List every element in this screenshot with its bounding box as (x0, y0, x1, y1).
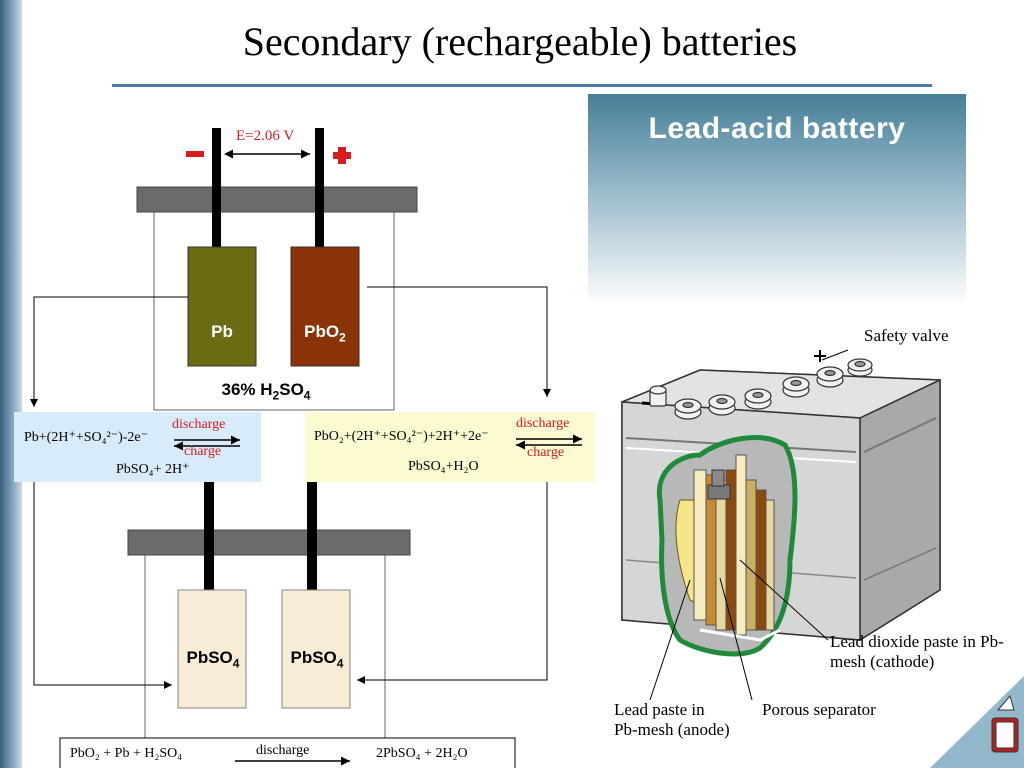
crest-logo (991, 694, 1019, 753)
cathode-label-sub: 2 (339, 330, 346, 345)
pbso4-right-sub: 4 (336, 656, 344, 671)
overall-right: 2PbSO₄ + 2H₂O (376, 746, 468, 761)
cathode-reaction-line1: PbO₂+(2H⁺+SO₄²⁻)+2H⁺+2e⁻ (314, 429, 489, 444)
overall-reaction-box (59, 737, 516, 768)
anode-paste-label: Lead paste in Pb-mesh (anode) (614, 700, 730, 739)
pbso4-right-label: PbSO4 (280, 648, 354, 670)
cathode-reaction-box (305, 412, 595, 482)
anode-terminal-top (212, 128, 221, 250)
pbso4-left-sub: 4 (232, 656, 240, 671)
minus-icon (186, 151, 204, 157)
anode-discharge-label: discharge (172, 417, 226, 432)
pbso4-electrode-left (177, 589, 247, 709)
cathode-return-arrow (357, 482, 548, 684)
cathode-terminal-top (315, 128, 324, 250)
anode-reaction-box (14, 412, 261, 482)
pbso4-electrode-right (281, 589, 351, 709)
anode-label-text: Pb (211, 322, 233, 341)
cathode-label: PbO2 (291, 322, 359, 344)
cathode-terminal-bottom (307, 478, 317, 590)
cathode-label-main: PbO (304, 322, 340, 341)
cathode-reaction-line2: PbSO₄+H₂O (408, 459, 479, 474)
anode-wire-arrow (30, 296, 188, 407)
voltage-label: E=2.06 V (236, 128, 295, 144)
electrolyte-sub1: 2 (272, 388, 280, 403)
overall-discharge-label: discharge (256, 743, 310, 758)
pbso4-left-label: PbSO4 (176, 648, 250, 670)
plus-icon (333, 147, 351, 164)
title-rule (112, 84, 932, 87)
electrolyte-main: 36% H (221, 380, 273, 399)
safety-valve-label: Safety valve (864, 326, 949, 345)
anode-terminal-bottom (204, 478, 214, 590)
battery-panel (588, 94, 966, 306)
cathode-charge-label: charge (527, 445, 565, 460)
pb-electrode (187, 246, 257, 367)
left-decor-bar (0, 0, 22, 768)
pbo2-electrode (290, 246, 360, 367)
separator-label: Porous separator (762, 700, 876, 719)
page-title: Secondary (rechargeable) batteries (242, 19, 798, 64)
cathode-paste-label: Lead dioxide paste in Pb-mesh (cathode) (830, 632, 1004, 671)
overall-left: PbO₂ + Pb + H₂SO₄ (70, 746, 183, 761)
pbso4-right-main: PbSO (290, 648, 337, 667)
pbso4-left-main: PbSO (186, 648, 233, 667)
anode-charge-label: charge (184, 444, 222, 459)
anode-reaction-line1: Pb+(2H⁺+SO₄²⁻)-2e⁻ (24, 430, 149, 445)
anode-return-arrow (33, 482, 172, 689)
anode-label: Pb (188, 322, 256, 342)
electrolyte-sub2: 4 (303, 388, 311, 403)
cathode-discharge-label: discharge (516, 416, 570, 431)
electrolyte-mid: SO (279, 380, 304, 399)
anode-reaction-line2: PbSO₄+ 2H⁺ (116, 462, 190, 477)
panel-title: Lead-acid battery (648, 112, 906, 145)
cathode-wire-arrow (367, 286, 551, 397)
electrolyte-label: 36% H2SO4 (160, 380, 372, 402)
